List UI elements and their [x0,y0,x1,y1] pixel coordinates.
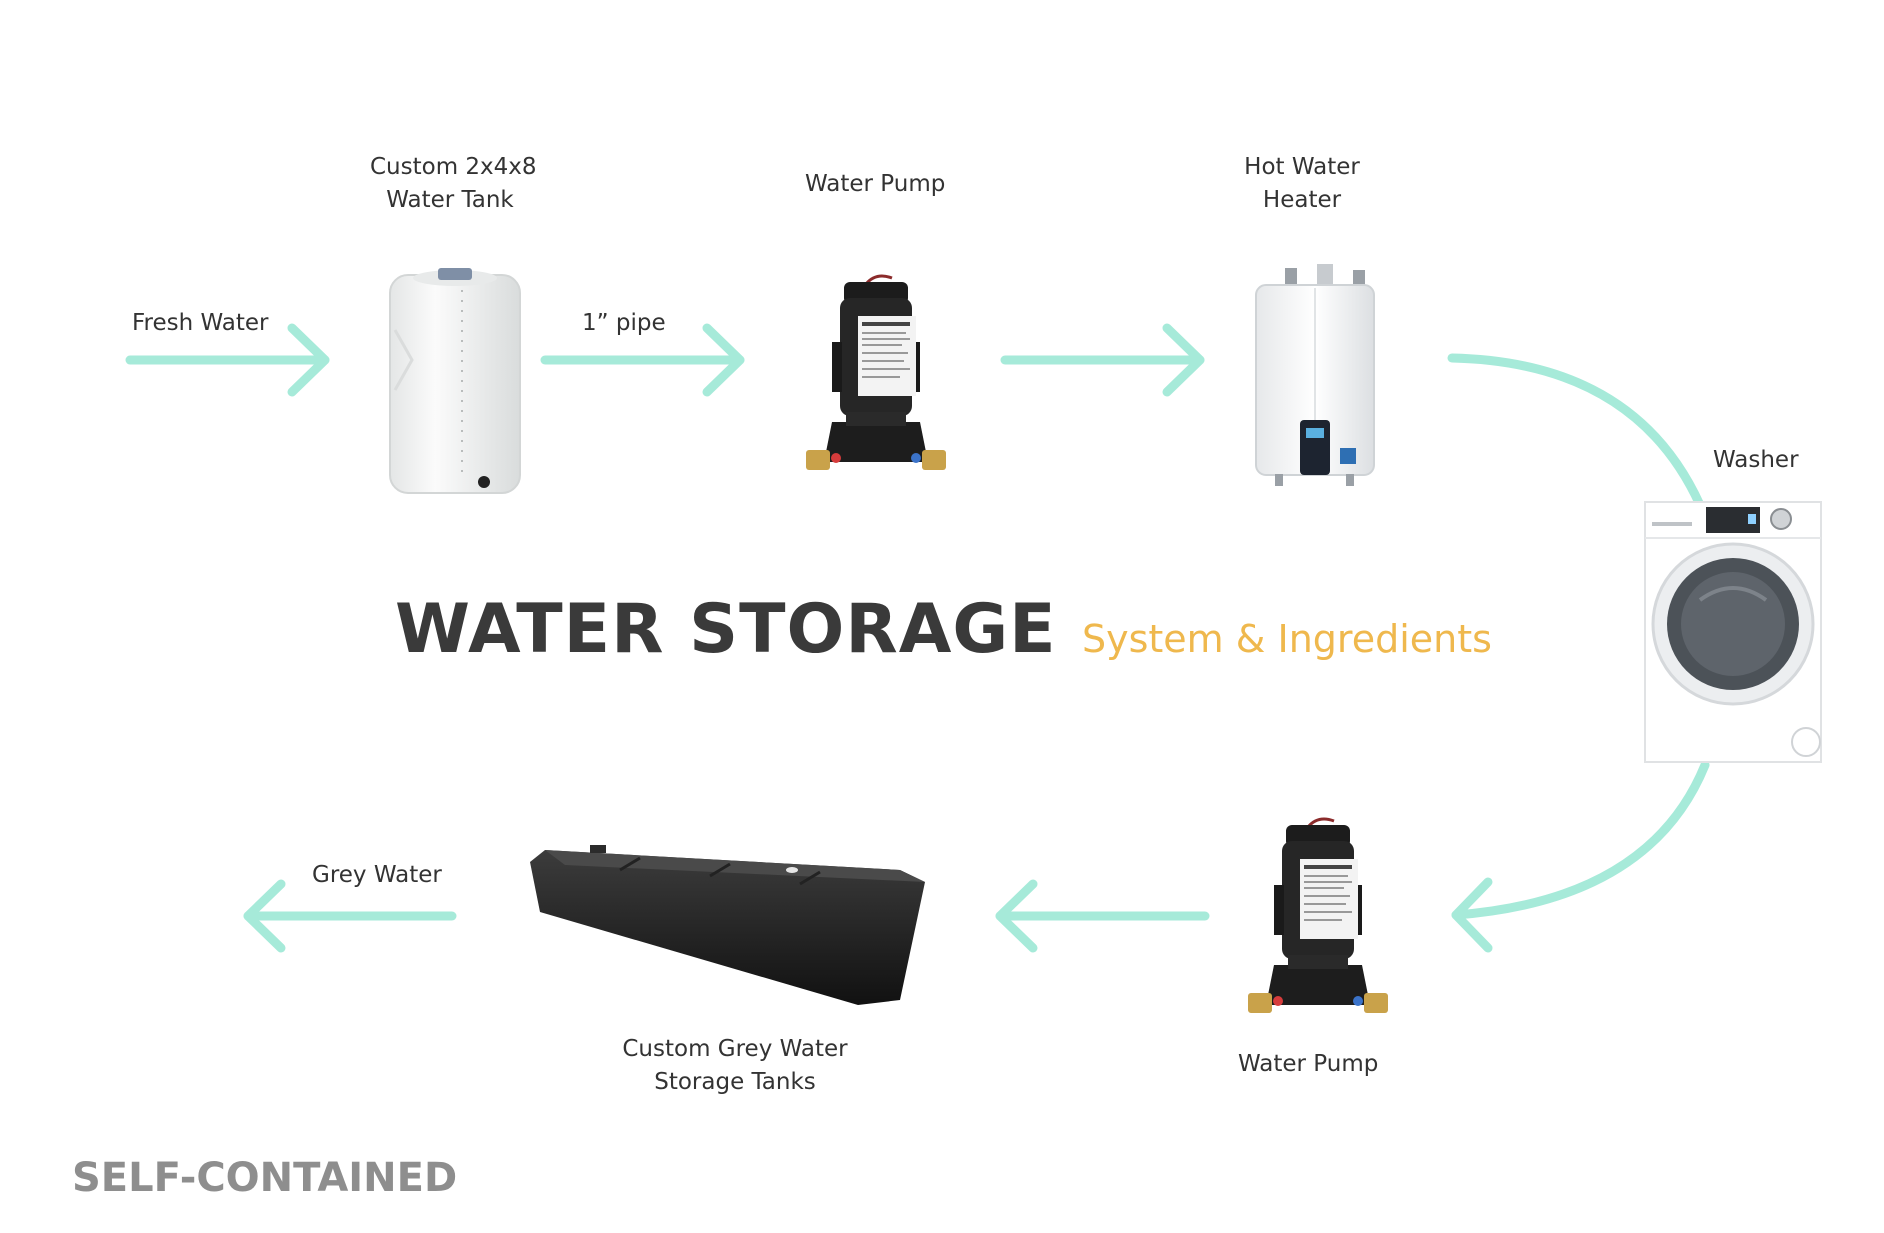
label-water-tank: Custom 2x4x8 Water Tank [370,151,537,217]
arrow-grey-water [243,879,457,953]
label-grey-tanks: Custom Grey Water Storage Tanks [620,1033,850,1099]
page-title: WATER STORAGE [395,590,1057,669]
hot-water-heater-icon [1255,264,1375,486]
label-heater-line2: Heater [1262,187,1342,213]
label-washer: Washer [1713,447,1799,473]
label-grey-tanks-line1: Custom Grey Water [622,1036,848,1062]
label-water-tank-line2: Water Tank [386,187,514,213]
arrow-pump-to-heater [1000,323,1205,397]
arrow-tank-to-pump [540,323,745,397]
arrow-heater-to-washer [1447,353,1705,510]
label-grey-tanks-line2: Storage Tanks [654,1069,816,1095]
label-heater-line1: Hot Water [1244,154,1360,180]
page-subtitle: System & Ingredients [1082,617,1492,661]
water-tank-icon [389,268,521,494]
label-hot-water-heater: Hot Water Heater [1242,151,1362,217]
label-water-pump-bottom: Water Pump [1238,1051,1379,1077]
label-water-tank-line1: Custom 2x4x8 [370,154,537,180]
footer-label: SELF-CONTAINED [72,1155,458,1201]
water-pump-bottom-icon [1246,817,1390,1015]
arrow-washer-to-pump [1451,760,1710,953]
label-pipe: 1” pipe [582,310,666,336]
washer-icon [1644,501,1822,763]
label-fresh-water: Fresh Water [132,310,269,336]
label-grey-water: Grey Water [312,862,442,888]
arrow-fresh-water [125,323,330,397]
grey-water-tanks-icon [530,845,925,1005]
arrow-pump-to-grey-tanks [995,879,1210,953]
label-water-pump-top: Water Pump [805,171,946,197]
water-pump-top-icon [804,274,948,472]
